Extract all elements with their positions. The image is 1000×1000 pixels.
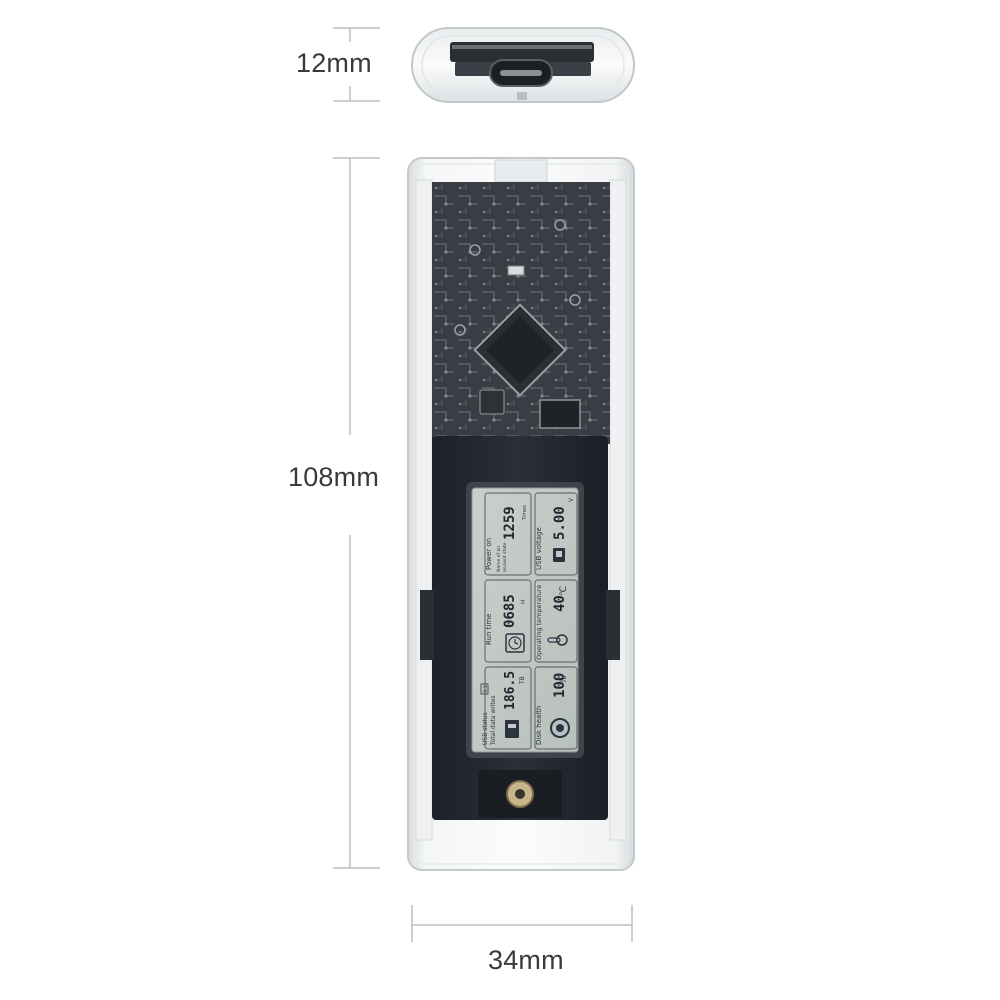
- usb-status-label: USB status: [482, 712, 489, 745]
- connector-height-label: 12mm: [296, 48, 372, 78]
- total-writes-unit: TB: [519, 676, 526, 685]
- usb-status-badge: 3.1: [483, 685, 489, 693]
- lcd-cell-operating-temperature: Operating temperature 40 ℃: [535, 585, 569, 660]
- lcd-cell-usb-voltage: USB voltage 5.00 V: [535, 497, 575, 570]
- lcd-cell-run-time: Run time 0685 H: [485, 594, 527, 653]
- temperature-label: Operating temperature: [535, 585, 543, 660]
- body-width-label: 34mm: [488, 945, 564, 975]
- lcd-cell-disk-health: Disk health 100 %: [535, 673, 570, 745]
- health-gauge-icon: [550, 718, 570, 738]
- power-on-note-line2: ancient state: [502, 542, 508, 572]
- temperature-value: 40: [552, 595, 568, 612]
- disk-health-value: 100: [552, 673, 568, 698]
- thermometer-icon: [547, 634, 568, 646]
- total-writes-value: 186.5: [503, 671, 518, 710]
- controller-chip: [473, 303, 567, 397]
- run-time-unit: H: [520, 599, 527, 604]
- body-width-dimension: [411, 905, 633, 942]
- lcd-cell-power-on: Power on 1259 Times Name of an ancient s…: [485, 505, 528, 572]
- total-writes-label: Total data writes: [490, 695, 497, 746]
- body-length-dimension: [333, 157, 380, 869]
- clock-icon: [505, 633, 525, 653]
- disk-health-label: Disk health: [535, 706, 543, 745]
- run-time-value: 0685: [502, 594, 518, 628]
- temperature-unit: ℃: [559, 586, 569, 596]
- run-time-label: Run time: [485, 614, 493, 645]
- power-on-label: Power on: [485, 538, 493, 570]
- power-on-value: 1259: [502, 506, 518, 540]
- plug-icon: [553, 548, 565, 562]
- power-on-unit: Times: [522, 505, 528, 521]
- power-on-note-line1: Name of an: [496, 546, 502, 572]
- disk-health-unit: %: [559, 675, 569, 684]
- usb-voltage-unit: V: [568, 497, 575, 502]
- connector-height-dimension: [333, 27, 380, 102]
- usb-voltage-value: 5.00: [552, 506, 568, 540]
- body-length-label: 108mm: [288, 462, 380, 492]
- lcd-readouts: Power on 1259 Times Name of an ancient s…: [480, 497, 575, 746]
- circuit-board: [432, 182, 610, 444]
- usb-voltage-label: USB voltage: [535, 527, 543, 570]
- lcd-cell-total-data-writes: USB status 3.1 Total data writes 186.5 T…: [480, 671, 526, 746]
- drive-icon: [505, 720, 519, 738]
- usb-c-end-view: [411, 27, 635, 103]
